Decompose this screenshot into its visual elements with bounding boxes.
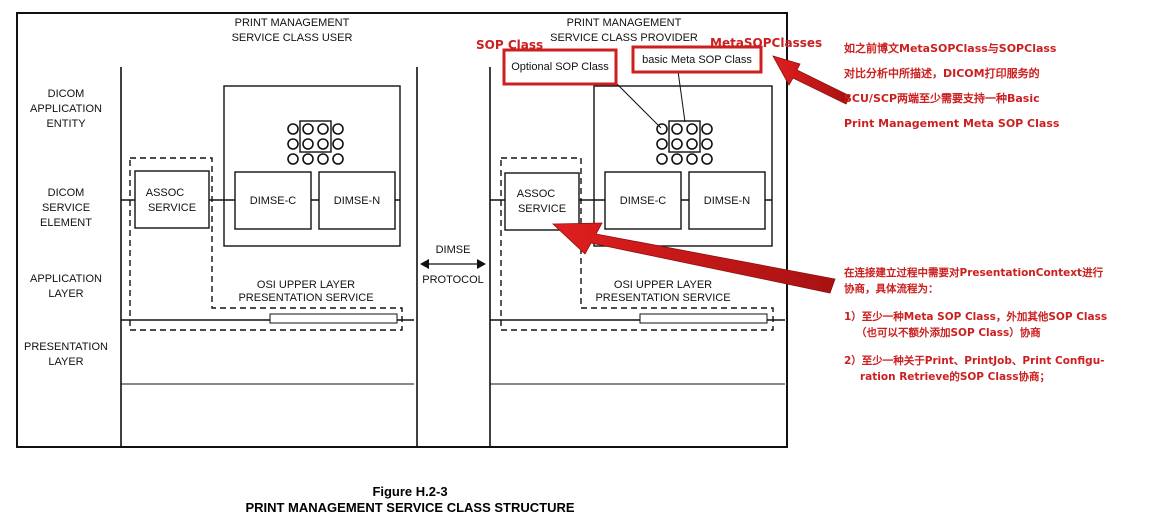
protocol-arrowhead-right (477, 259, 486, 269)
note2-item2-line2: ration Retrieve的SOP Class协商； (860, 370, 1050, 383)
provider-dimse-n-label: DIMSE-N (704, 195, 751, 207)
basic-meta-sop-class-box (631, 45, 763, 74)
figure-title: PRINT MANAGEMENT SERVICE CLASS STRUCTURE (245, 500, 574, 515)
layer-application-1: APPLICATION (30, 273, 102, 285)
provider-assoc-label-2: SERVICE (518, 203, 566, 215)
user-assoc-box (134, 170, 210, 229)
note2-item1-line2: （也可以不额外添加SOP Class）协商 (856, 326, 1041, 339)
note1-line1: 如之前博文MetaSOPClass与SOPClass (844, 41, 1057, 55)
optional-sop-pointer (611, 78, 662, 129)
provider-title-line2: SERVICE CLASS PROVIDER (550, 32, 698, 44)
optional-sop-class-label: Optional SOP Class (511, 61, 609, 73)
sop-class-glyph (287, 123, 299, 135)
protocol-label-1: DIMSE (436, 244, 471, 256)
sop-class-glyph (656, 153, 668, 165)
sop-class-glyph (686, 153, 698, 165)
sop-class-glyph (671, 123, 683, 135)
sop-class-glyph (701, 153, 713, 165)
meta-sop-classes-annotation: MetaSOPClasses (710, 36, 822, 50)
user-assoc-label-2: SERVICE (148, 202, 196, 214)
protocol-arrowhead-left (420, 259, 429, 269)
red-arrow-meta-sop (772, 55, 851, 105)
user-title-line2: SERVICE CLASS USER (232, 32, 353, 44)
note2-intro-line2: 协商，具体流程为： (844, 282, 939, 295)
layer-app-entity-2: APPLICATION (30, 103, 102, 115)
provider-osi-label-1: OSI UPPER LAYER (614, 279, 712, 291)
layer-presentation-2: LAYER (48, 356, 83, 368)
sop-class-glyph (686, 138, 698, 150)
sop-class-glyph (302, 138, 314, 150)
user-osi-label-2: PRESENTATION SERVICE (238, 292, 373, 304)
provider-title-line1: PRINT MANAGEMENT (567, 17, 682, 29)
provider-dimse-c-label: DIMSE-C (620, 195, 667, 207)
sop-class-glyph (686, 123, 698, 135)
user-sop-class-cluster (287, 120, 344, 165)
note1-line4: Print Management Meta SOP Class (844, 117, 1060, 130)
layer-service-element-3: ELEMENT (40, 217, 92, 229)
meta-sop-class-frame (299, 120, 332, 153)
meta-sop-pointer (677, 70, 686, 123)
sop-class-glyph (656, 138, 668, 150)
protocol-label-2: PROTOCOL (422, 274, 484, 286)
user-osi-dashed-boundary (129, 157, 403, 331)
layer-application-2: LAYER (48, 288, 83, 300)
provider-assoc-label-1: ASSOC (517, 188, 556, 200)
note2-item2-line1: 2）至少一种关于Print、PrintJob、Print Configu- (844, 354, 1105, 367)
sop-class-glyph (287, 138, 299, 150)
layer-presentation-1: PRESENTATION (24, 341, 108, 353)
provider-dimse-n-box (688, 171, 766, 230)
note2-item1-line1: 1）至少一种Meta SOP Class，外加其他SOP Class (844, 310, 1107, 323)
user-assoc-label-1: ASSOC (146, 187, 185, 199)
provider-osi-label-2: PRESENTATION SERVICE (595, 292, 730, 304)
note2-intro-line1: 在连接建立过程中需要对PresentationContext进行 (844, 266, 1104, 279)
layer-app-entity-1: DICOM (48, 88, 85, 100)
sop-class-glyph (332, 123, 344, 135)
basic-meta-sop-class-label: basic Meta SOP Class (642, 54, 752, 66)
sop-class-glyph (287, 153, 299, 165)
note1-line3: SCU/SCP两端至少需要支持一种Basic (844, 91, 1040, 105)
user-dimse-n-box (318, 171, 396, 230)
figure-number: Figure H.2-3 (372, 484, 447, 499)
user-presentation-slot (269, 313, 398, 324)
optional-sop-class-box (502, 48, 618, 86)
red-arrow-assoc (552, 222, 836, 294)
provider-sop-class-cluster (656, 120, 713, 165)
sop-class-glyph (701, 123, 713, 135)
note1-line2: 对比分析中所描述，DICOM打印服务的 (844, 66, 1040, 80)
provider-assoc-box (504, 172, 580, 231)
sop-class-glyph (317, 123, 329, 135)
provider-presentation-slot (639, 313, 768, 324)
layer-service-element-1: DICOM (48, 187, 85, 199)
sop-class-annotation: SOP Class (476, 38, 543, 52)
sop-class-glyph (332, 138, 344, 150)
layer-app-entity-3: ENTITY (46, 118, 86, 130)
user-title-line1: PRINT MANAGEMENT (235, 17, 350, 29)
user-dimse-c-box (234, 171, 312, 230)
outer-frame (16, 12, 788, 448)
user-osi-label-1: OSI UPPER LAYER (257, 279, 355, 291)
sop-class-glyph (332, 153, 344, 165)
sop-class-glyph (671, 138, 683, 150)
sop-class-glyph (302, 153, 314, 165)
sop-class-glyph (317, 153, 329, 165)
user-dimse-n-label: DIMSE-N (334, 195, 381, 207)
user-dimse-c-label: DIMSE-C (250, 195, 297, 207)
sop-class-glyph (317, 138, 329, 150)
layer-service-element-2: SERVICE (42, 202, 90, 214)
sop-class-glyph (671, 153, 683, 165)
sop-class-glyph (302, 123, 314, 135)
sop-class-glyph (701, 138, 713, 150)
provider-osi-dashed-boundary (500, 157, 774, 331)
provider-dimse-c-box (604, 171, 682, 230)
